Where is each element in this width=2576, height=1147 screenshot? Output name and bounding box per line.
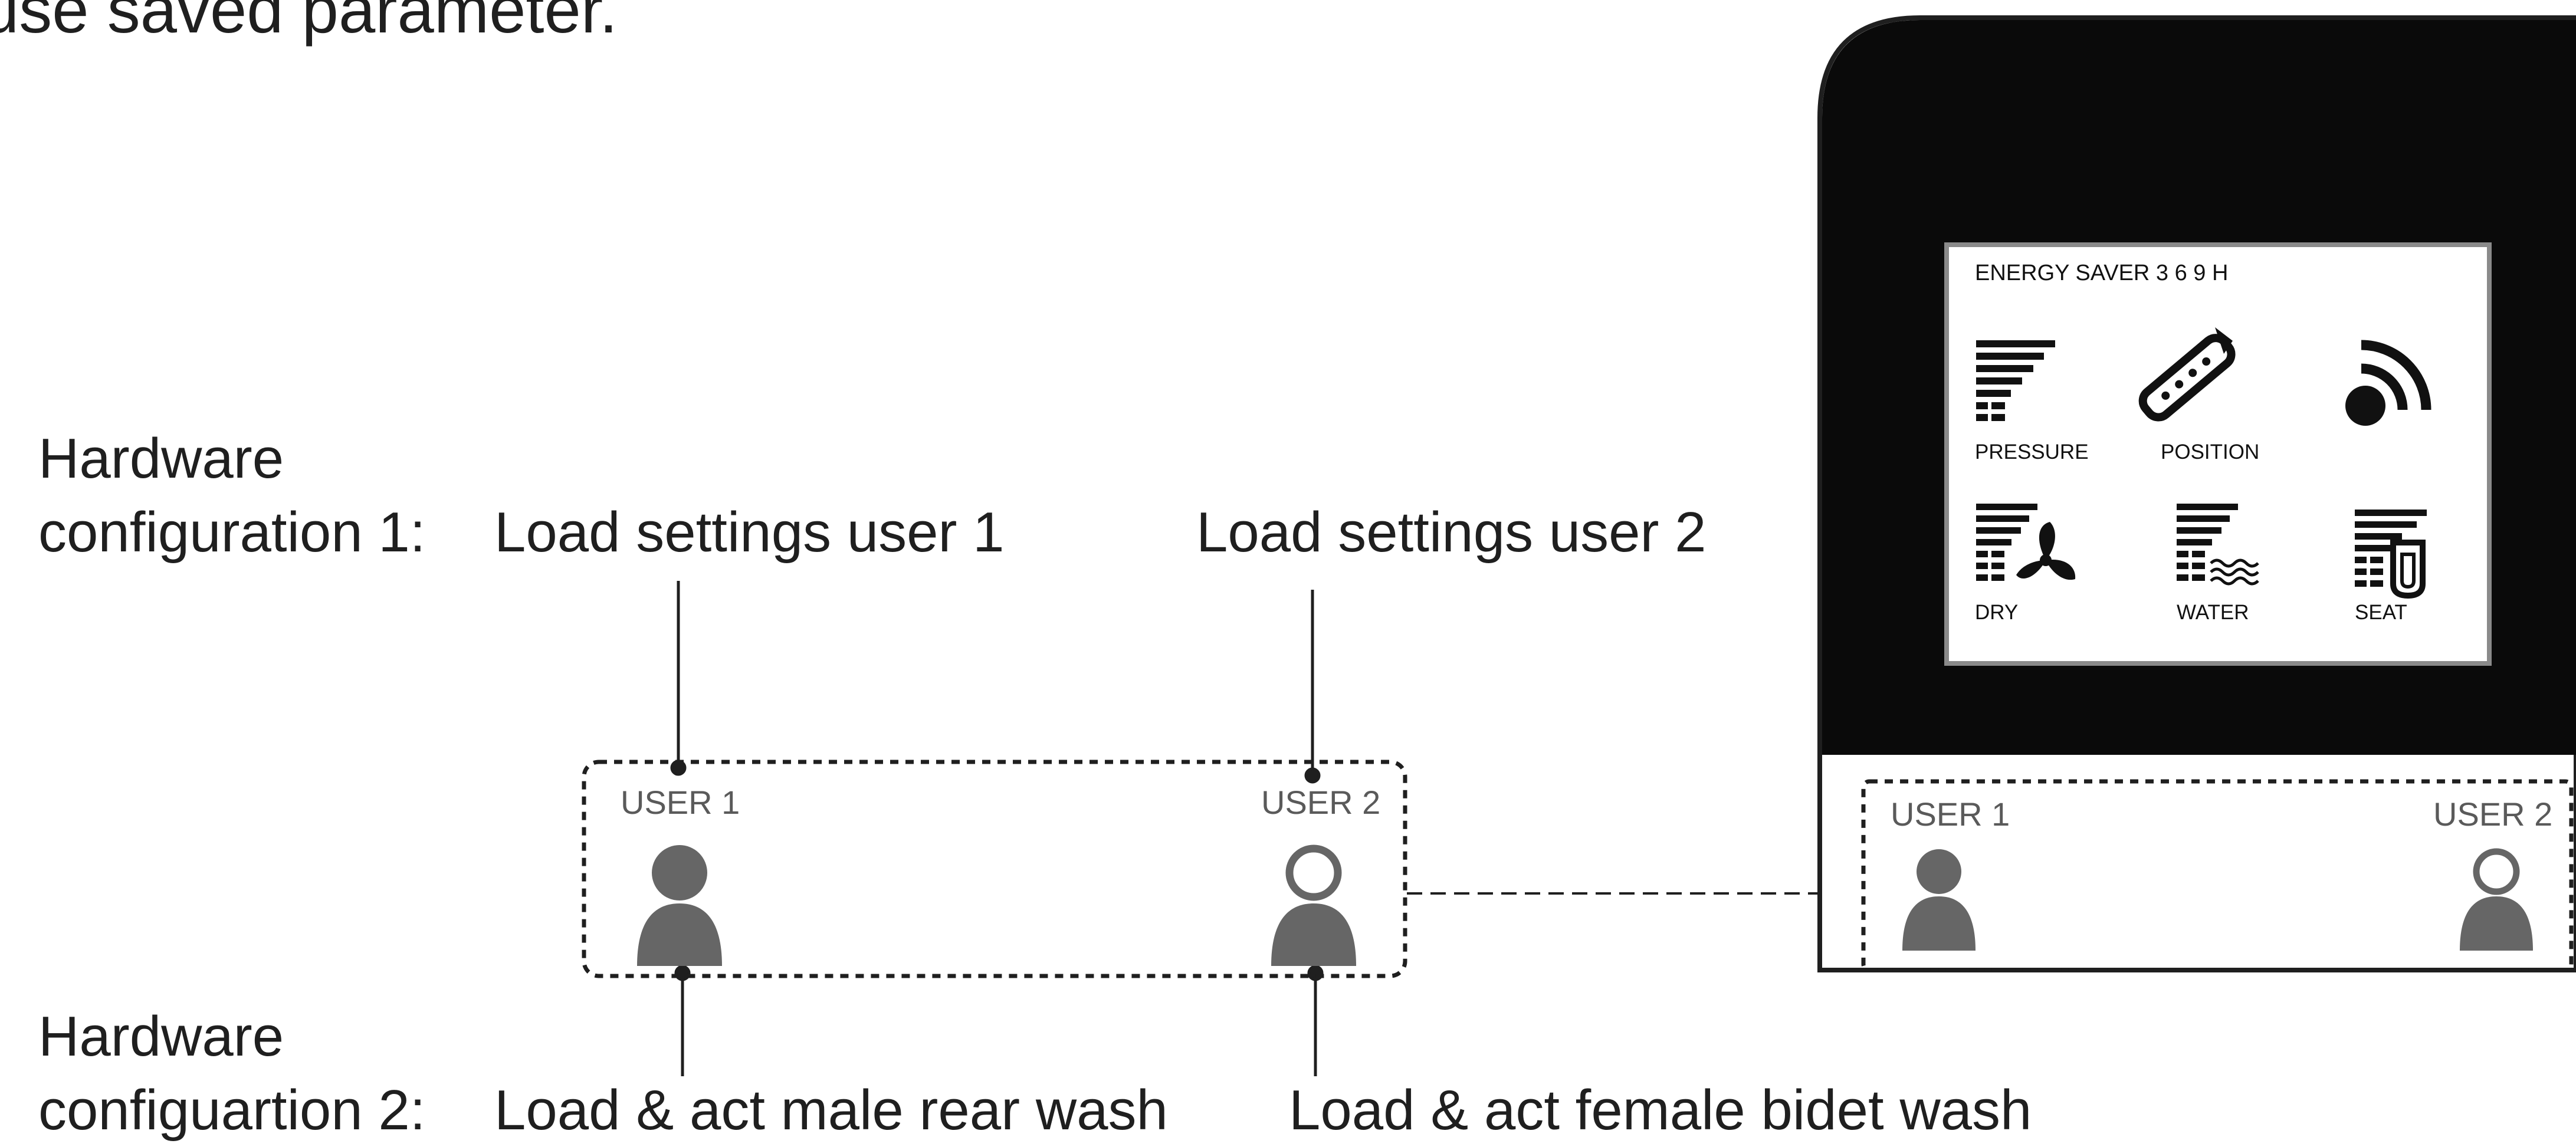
remote-user2-outline-icon[interactable] <box>2460 848 2533 951</box>
pressure-label: PRESSURE <box>1975 441 2089 464</box>
load-settings-user2-label: Load settings user 2 <box>1196 501 1707 564</box>
connector-dot <box>1304 767 1321 784</box>
header-text: use saved parameter. <box>0 0 618 47</box>
seat-temperature-icon[interactable] <box>2355 510 2427 587</box>
hw-config-2-line2: configuartion 2: <box>38 1079 425 1142</box>
seat-label: SEAT <box>2355 601 2407 624</box>
user-buttons-zoom-box <box>582 760 1407 978</box>
remote-user2-label: USER 2 <box>2433 796 2552 833</box>
position-label: POSITION <box>2161 441 2259 464</box>
water-waves-icon <box>2210 558 2259 586</box>
connector-lines <box>670 581 1324 1076</box>
hw-config-1-line1: Hardware <box>38 427 284 490</box>
seat-shape-icon <box>2390 540 2426 599</box>
user2-label: USER 2 <box>1261 784 1380 821</box>
water-temperature-icon[interactable] <box>2177 504 2238 581</box>
remote-control: ENERGY SAVER 3 6 9 H PRESSURE POSITION <box>1817 15 2576 972</box>
load-settings-user1-label: Load settings user 1 <box>494 501 1005 564</box>
pressure-bars-icon[interactable] <box>1976 340 2055 421</box>
male-rear-wash-label: Load & act male rear wash <box>494 1079 1168 1142</box>
dry-label: DRY <box>1975 601 2018 624</box>
remote-user1-filled-icon[interactable] <box>1902 849 1976 951</box>
user1-label: USER 1 <box>621 784 740 821</box>
dry-fan-icon[interactable] <box>1976 504 2076 581</box>
nozzle-position-icon[interactable] <box>2138 327 2236 422</box>
user1-filled-icon[interactable] <box>637 845 722 966</box>
lcd-status-line: ENERGY SAVER 3 6 9 H <box>1975 261 2228 285</box>
user2-outline-icon[interactable] <box>1271 844 1356 966</box>
signal-icon[interactable] <box>2345 340 2431 426</box>
remote-user1-label: USER 1 <box>1891 796 2010 833</box>
hw-config-1-line2: configuration 1: <box>38 501 425 564</box>
hw-config-2-line1: Hardware <box>38 1005 284 1068</box>
water-label: WATER <box>2177 601 2249 624</box>
female-bidet-wash-label: Load & act female bidet wash <box>1289 1079 2032 1142</box>
